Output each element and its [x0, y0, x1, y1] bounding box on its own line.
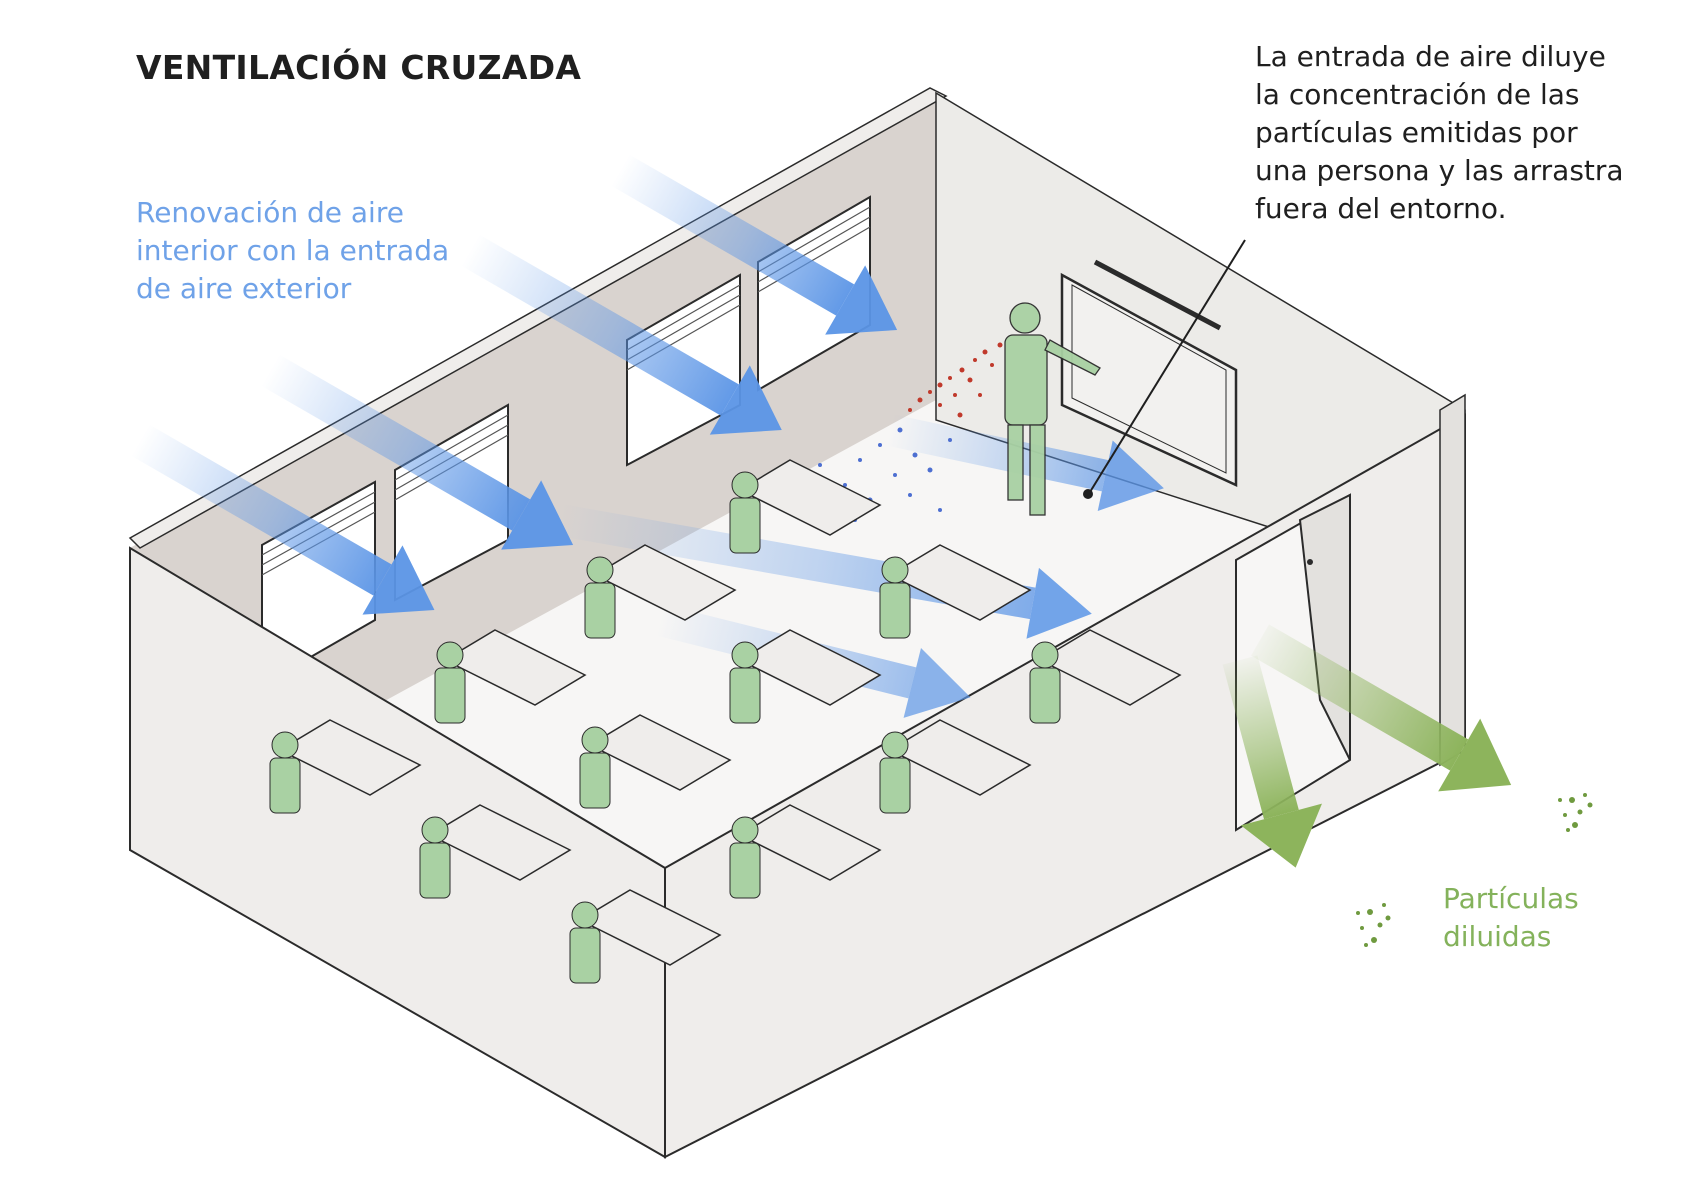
exhaust-arrow [1222, 655, 1322, 868]
air-renewal-label: Renovación de aire interior con la entra… [136, 196, 450, 305]
desk-group [419, 804, 572, 899]
air-arrow [557, 504, 1092, 639]
desk-group [729, 804, 882, 899]
diagram-title: VENTILACIÓN CRUZADA [136, 48, 582, 87]
back-wall-top-edge [128, 87, 948, 549]
student-desks [269, 459, 1182, 984]
desk-group [879, 719, 1032, 814]
blackboard [1060, 272, 1238, 487]
desk-group [1029, 629, 1182, 724]
exhaust-arrow [1251, 624, 1512, 792]
air-arrow [131, 424, 435, 615]
desk-group [584, 544, 737, 639]
air-arrow [461, 234, 782, 435]
dilution-note: La entrada de aire diluye la concentraci… [1255, 40, 1624, 225]
desk-group [879, 544, 1032, 639]
desk-group [729, 459, 882, 554]
annotation-leader-dot [1083, 489, 1093, 499]
desk-group [569, 889, 722, 984]
incoming-air-arrows [131, 154, 1164, 718]
exhaust-air-arrows [1222, 624, 1512, 868]
air-arrow [261, 354, 574, 550]
desk-group [434, 629, 587, 724]
diluted-particles-label: Partículas diluidas [1443, 882, 1579, 953]
desk-group [579, 714, 732, 809]
air-arrow [886, 414, 1164, 511]
wall-cap-right [1439, 393, 1466, 767]
desk-group [269, 719, 422, 814]
teacher-figure [1004, 302, 1101, 516]
door-handle[interactable] [1307, 559, 1313, 565]
desk-group [729, 629, 882, 724]
diluted-particles-cluster [1356, 793, 1593, 947]
air-arrow [611, 154, 898, 335]
projector-rail [1093, 259, 1222, 331]
annotation-leader-line [1089, 239, 1246, 493]
